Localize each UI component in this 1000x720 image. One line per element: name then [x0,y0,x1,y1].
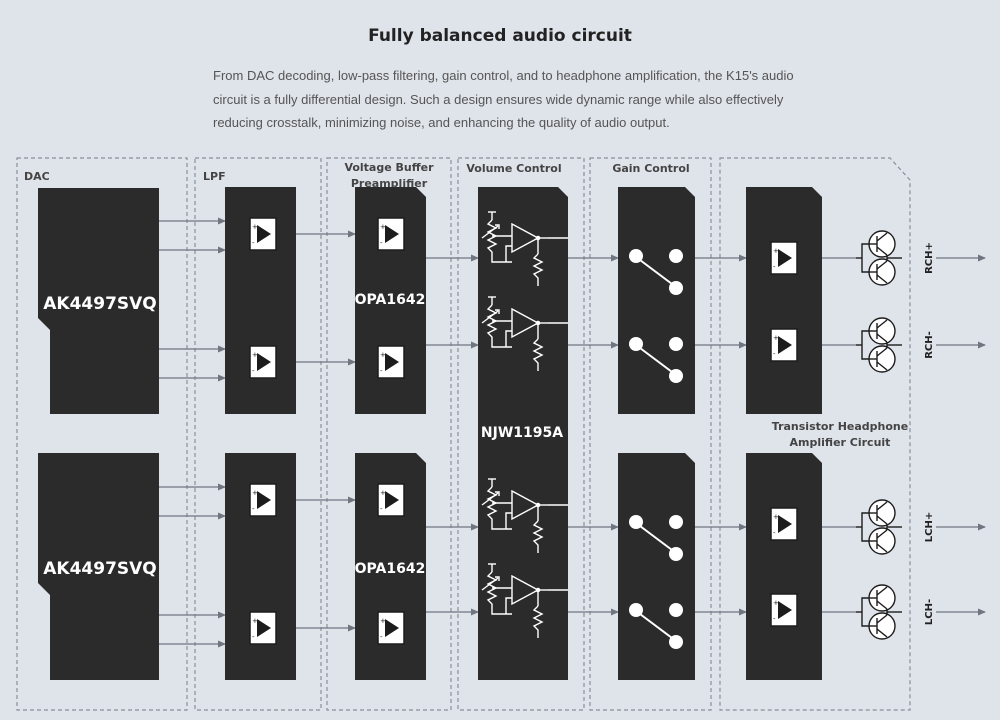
opamp-icon [377,345,405,379]
stage-label-amp-1: Transistor Headphone [772,420,908,433]
transistor-pair-icon [855,499,903,555]
stage-box-amp [719,157,911,711]
opamp-icon [770,328,798,362]
stage-label-volume: Volume Control [466,162,561,175]
stage-box-buffer [326,157,452,711]
transistor-pair-icon [855,584,903,640]
stage-label-buffer-2: Preamplifier [351,177,428,190]
stage-label-dac: DAC [24,170,50,183]
opamp-icon [770,507,798,541]
output-label-lch-minus: LCH- [924,599,935,625]
stage-label-buffer-1: Voltage Buffer [344,161,434,174]
opamp-icon [249,611,277,645]
stage-label-gain: Gain Control [612,162,689,175]
dac-chip-top-label: AK4497SVQ [43,294,157,314]
opamp-icon [249,217,277,251]
gain-block-top [618,187,695,414]
dac-chip-top [38,188,159,414]
buffer-chip-top-label: OPA1642 [355,292,426,308]
amp-block-top [746,187,822,414]
stage-box-lpf [194,157,322,711]
gain-block-bottom [618,453,695,680]
stage-box-dac [16,157,188,711]
stage-label-lpf: LPF [203,170,226,183]
stage-box-volume [457,157,585,711]
dac-chip-bottom-label: AK4497SVQ [43,559,157,579]
opamp-icon [377,611,405,645]
transistor-pair-icon [855,230,903,286]
amp-block-bottom [746,453,822,680]
dac-chip-bottom [38,453,159,680]
page-description: From DAC decoding, low-pass filtering, g… [213,68,794,130]
volume-chip [478,187,568,680]
volume-chip-label: NJW1195A [481,425,563,441]
output-label-rch-minus: RCH- [924,331,935,359]
buffer-chip-top [355,187,426,414]
stage-label-amp-2: Amplifier Circuit [790,436,891,449]
output-label-lch-plus: LCH+ [924,512,935,542]
buffer-chip-bottom-label: OPA1642 [355,561,426,577]
transistor-pair-icon [855,317,903,373]
opamp-icon [377,483,405,517]
page-title: Fully balanced audio circuit [368,26,632,46]
opamp-icon [249,345,277,379]
opamp-icon [770,593,798,627]
opamp-icon [770,241,798,275]
output-label-rch-plus: RCH+ [924,242,935,274]
opamp-icon [377,217,405,251]
opamp-icon [249,483,277,517]
buffer-chip-bottom [355,453,426,680]
